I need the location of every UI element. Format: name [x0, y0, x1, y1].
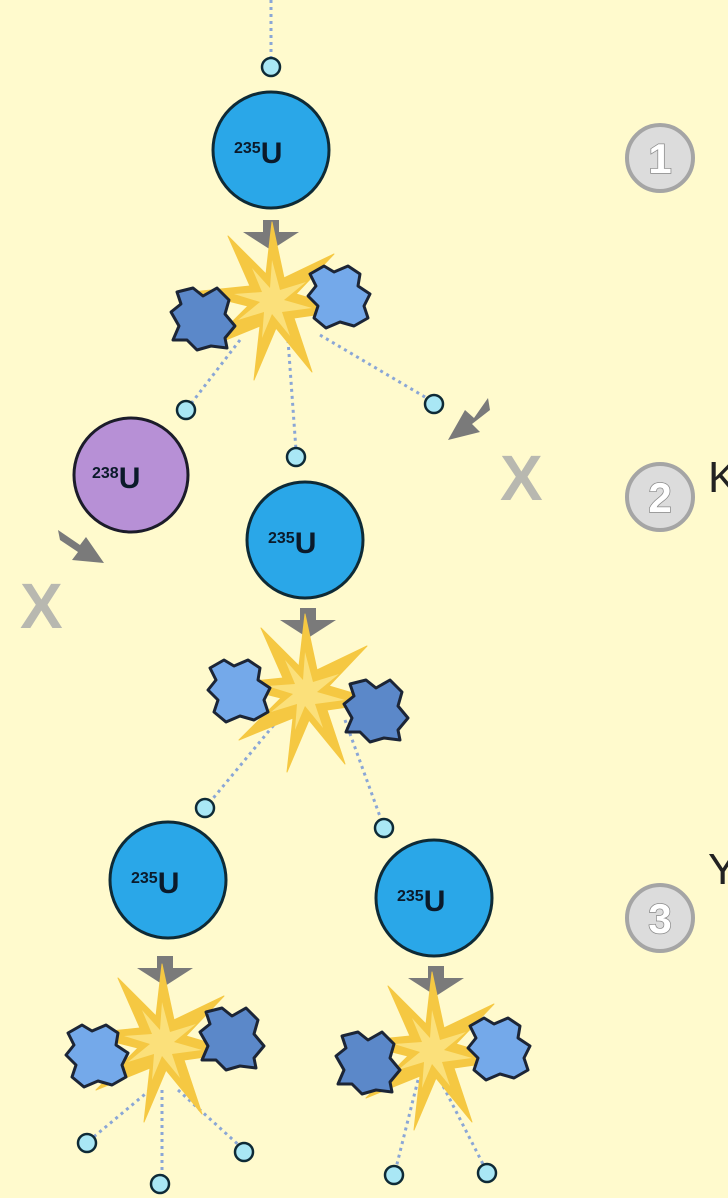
svg-text:3: 3 [648, 895, 671, 942]
mass-number: 235 [234, 140, 261, 157]
neutron-paths [89, 0, 487, 1180]
nuclear-fragment-icon [206, 658, 272, 724]
svg-text:2: 2 [648, 474, 671, 521]
svg-text:235U: 235U [234, 137, 282, 170]
element-symbol: U [158, 867, 180, 900]
svg-text:238U: 238U [92, 462, 140, 495]
nuclear-fragment-icon [198, 1006, 266, 1072]
u235-atom: 235U [245, 480, 365, 600]
u235-atom: 235U [374, 838, 494, 958]
u238-atom: 238U [72, 416, 190, 534]
step-badge-1: 1 [625, 123, 695, 193]
blocked-x-icon: X [500, 442, 543, 514]
svg-text:235U: 235U [397, 885, 445, 918]
element-symbol: U [424, 885, 446, 918]
neutron-icon [76, 1132, 98, 1154]
nuclear-fragment-icon [334, 1030, 402, 1096]
step-badge-2: 2 [625, 462, 695, 532]
down-arrow-icon [448, 398, 490, 440]
blocked-x-icon: X [20, 570, 63, 642]
element-symbol: U [119, 462, 141, 495]
mass-number: 235 [131, 870, 158, 887]
neutron-icon [175, 399, 197, 421]
neutron-icon [423, 393, 445, 415]
nuclear-fragment-icon [169, 286, 237, 352]
nuclear-fragment-icon [64, 1023, 130, 1089]
neutron-icon [373, 817, 395, 839]
element-symbol: U [261, 137, 283, 170]
edge-mark-y: Y [708, 845, 728, 894]
u235-atom: 235U [211, 90, 331, 210]
element-symbol: U [295, 527, 317, 560]
svg-text:235U: 235U [268, 527, 316, 560]
u235-atom: 235U [108, 820, 228, 940]
step-badge-3: 3 [625, 883, 695, 953]
nuclear-fragment-icon [466, 1016, 532, 1082]
svg-text:235U: 235U [131, 867, 179, 900]
down-arrow-icon [58, 530, 104, 563]
neutrons [76, 56, 498, 1195]
mass-number: 235 [397, 888, 424, 905]
mass-number: 235 [268, 530, 295, 547]
nuclear-fragment-icon [342, 678, 410, 744]
neutron-icon [476, 1162, 498, 1184]
neutron-icon [194, 797, 216, 819]
neutron-icon [260, 56, 282, 78]
neutron-icon [233, 1141, 255, 1163]
neutron-icon [383, 1164, 405, 1186]
neutron-icon [149, 1173, 171, 1195]
svg-text:1: 1 [648, 135, 671, 182]
mass-number: 238 [92, 465, 119, 482]
nuclear-fragment-icon [306, 264, 372, 330]
neutron-icon [285, 446, 307, 468]
edge-mark-k: K [708, 453, 728, 502]
